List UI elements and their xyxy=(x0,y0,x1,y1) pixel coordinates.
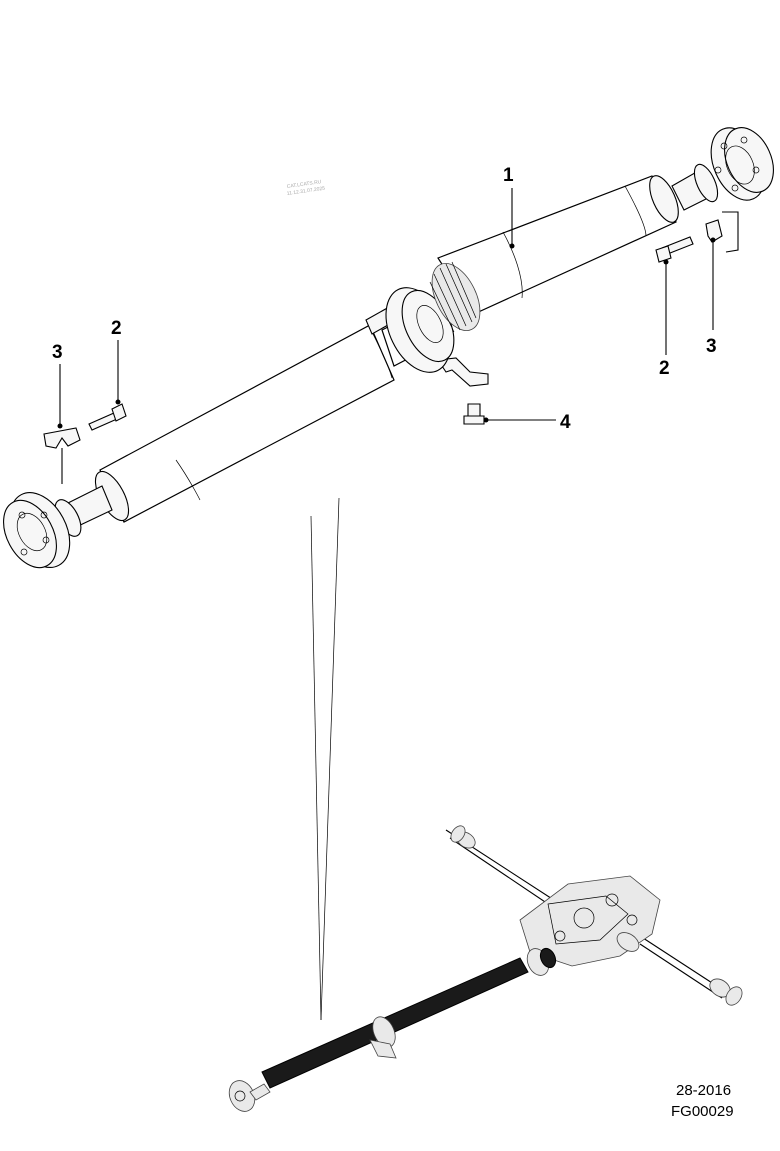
leader-lines xyxy=(57,188,716,429)
rear-halfshaft-left xyxy=(445,825,561,913)
callout-4: 4 xyxy=(560,412,571,433)
figure-code: FG00029 xyxy=(671,1103,734,1120)
front-lock-plate xyxy=(43,427,81,484)
front-flange-bolt xyxy=(88,403,127,431)
callout-2-front: 2 xyxy=(111,318,122,339)
page-code: 28-2016 xyxy=(676,1082,731,1099)
magnifier-cone xyxy=(310,497,340,1021)
rubber-isolator xyxy=(429,261,481,333)
rear-flange-bolt xyxy=(655,236,694,263)
centre-bearing xyxy=(365,261,489,387)
callout-2-rear: 2 xyxy=(659,358,670,379)
callout-3-rear: 3 xyxy=(706,336,717,357)
svg-text:CAT.LCATS.RU: CAT.LCATS.RU xyxy=(286,179,322,190)
callout-1: 1 xyxy=(503,165,514,186)
rear-differential xyxy=(519,875,661,967)
callout-3-front: 3 xyxy=(52,342,63,363)
vehicle-locator-view xyxy=(228,825,743,1112)
rear-lock-plate xyxy=(705,211,739,253)
bearing-bracket-bolt xyxy=(463,403,485,425)
rear-cv-joint xyxy=(671,127,774,211)
watermark-stamp: CAT.LCATS.RU 11.12.31.07.2025 xyxy=(286,179,325,197)
svg-text:11.12.31.07.2025: 11.12.31.07.2025 xyxy=(286,186,325,197)
locator-propeller-shaft xyxy=(228,947,557,1112)
propeller-shaft-assembly: 1 2 3 2 3 4 xyxy=(3,127,774,569)
front-shaft-tube xyxy=(94,324,395,523)
figure-codes: 28-2016 FG00029 xyxy=(671,1082,734,1120)
rear-halfshaft-right xyxy=(639,935,743,1006)
front-cv-joint xyxy=(3,485,113,569)
